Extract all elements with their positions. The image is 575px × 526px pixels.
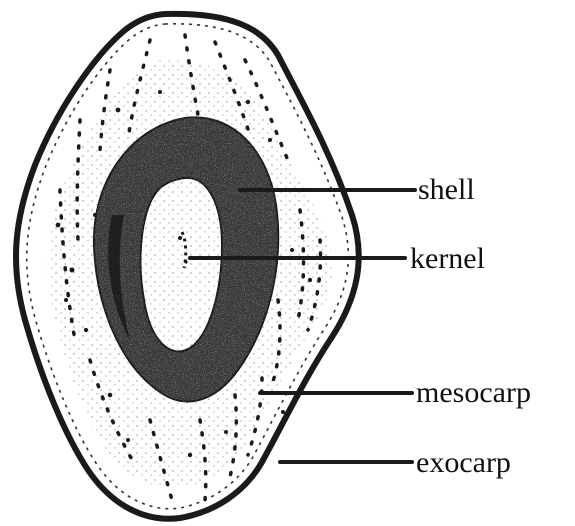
label-kernel: kernel xyxy=(410,242,485,275)
label-exocarp: exocarp xyxy=(416,446,511,479)
labels: shell kernel mesocarp exocarp xyxy=(410,173,531,479)
label-shell: shell xyxy=(418,173,475,206)
label-mesocarp: mesocarp xyxy=(416,376,531,409)
